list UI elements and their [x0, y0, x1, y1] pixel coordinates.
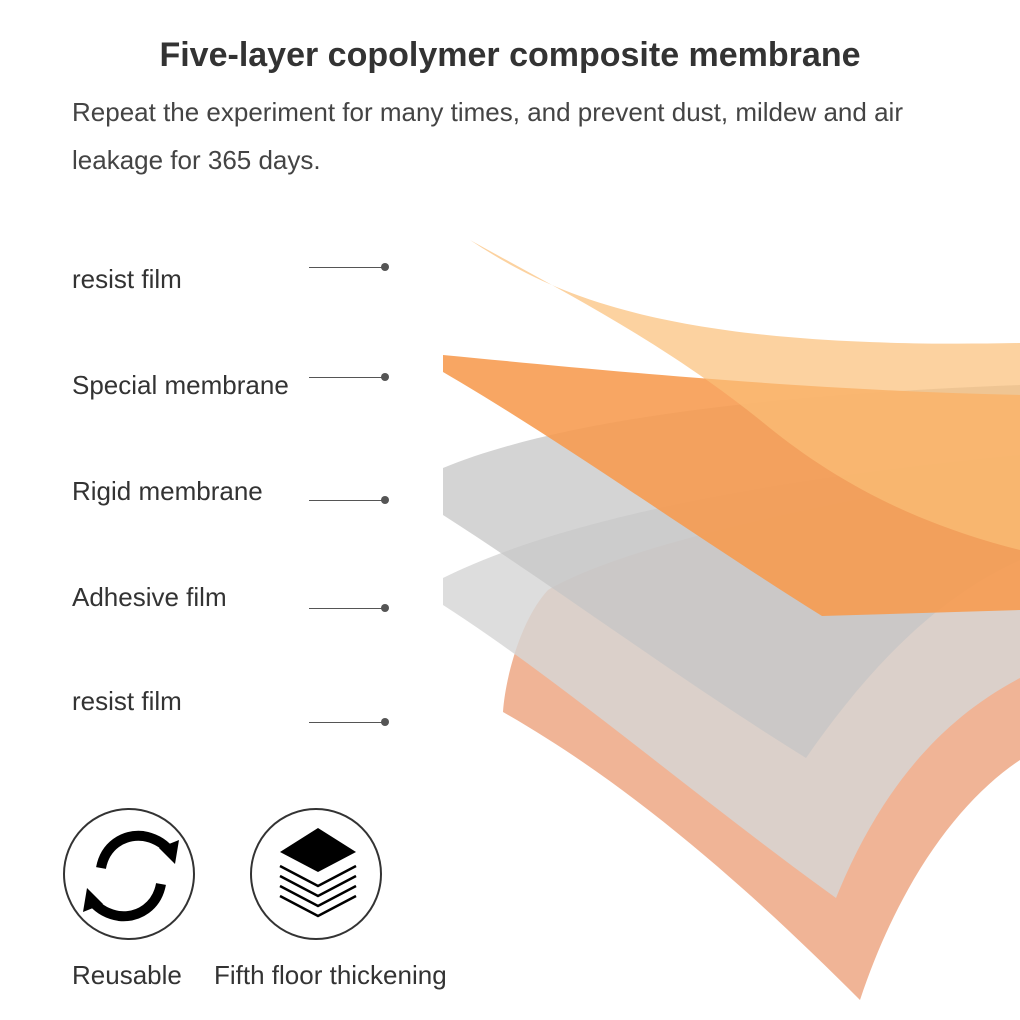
layer-label-resist-film-top: resist film [72, 264, 182, 294]
feature-label-fifth-floor-thickening: Fifth floor thickening [214, 960, 447, 990]
leader-line [309, 722, 385, 723]
page-subtitle: Repeat the experiment for many times, an… [72, 97, 903, 175]
layer-top-resist-film [470, 240, 1020, 550]
leader-dot [381, 373, 389, 381]
leader-line [309, 500, 385, 501]
feature-label-reusable: Reusable [72, 960, 182, 990]
leader-dot [381, 604, 389, 612]
layer-label-rigid-membrane: Rigid membrane [72, 476, 263, 506]
leader-line [309, 608, 385, 609]
layer-label-resist-film-bottom: resist film [72, 686, 182, 716]
leader-dot [381, 496, 389, 504]
layer-label-special-membrane: Special membrane [72, 370, 289, 400]
stacked-layers-icon [250, 808, 382, 940]
recycle-arrows-icon [63, 808, 195, 940]
leader-line [309, 267, 385, 268]
leader-line [309, 377, 385, 378]
page-title: Five-layer copolymer composite membrane [159, 36, 861, 74]
layer-label-adhesive-film: Adhesive film [72, 582, 227, 612]
leader-dot [381, 718, 389, 726]
leader-dot [381, 263, 389, 271]
